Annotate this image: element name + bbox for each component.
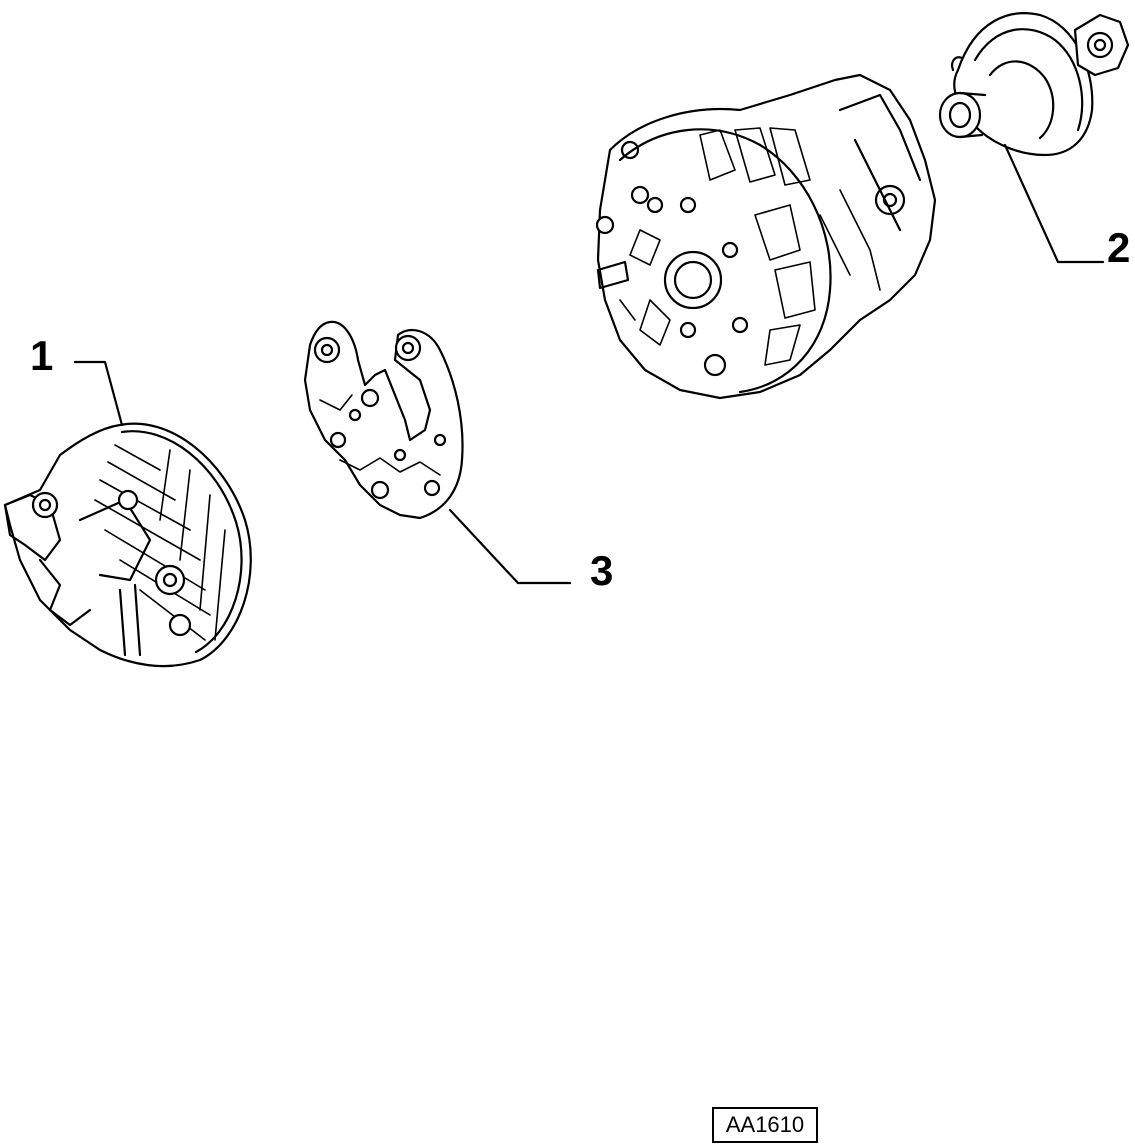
leader-lines: [73, 143, 1105, 585]
alternator-body: [595, 73, 937, 400]
callout-3: 3: [590, 547, 613, 594]
leader-line-1: [73, 360, 124, 427]
callout-1: 1: [30, 332, 53, 379]
drawing-code-label: AA1610: [712, 1107, 818, 1143]
callout-2: 2: [1107, 224, 1130, 271]
rear-cover-part: [3, 422, 252, 668]
leader-line-3: [448, 508, 572, 585]
pulley-part: [938, 12, 1130, 157]
leader-line-2: [1003, 143, 1105, 264]
rectifier-plate-part: [303, 320, 464, 520]
